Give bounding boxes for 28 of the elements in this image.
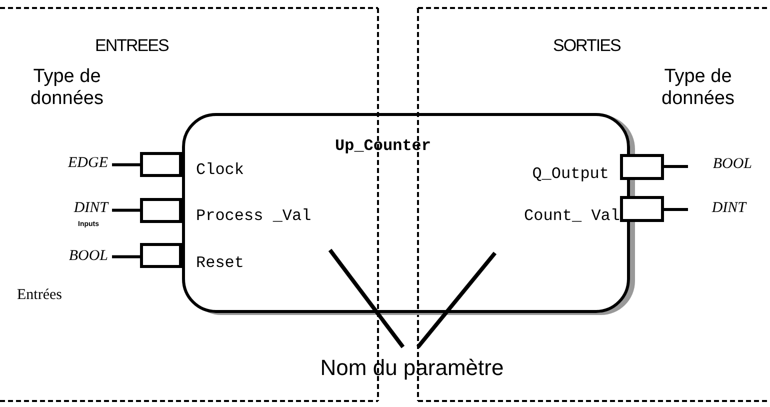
parameter-name: Reset — [196, 254, 244, 272]
connector-line — [112, 163, 140, 166]
connector-line — [112, 208, 140, 212]
data-type: DINT — [50, 200, 108, 217]
parameter-name: Q_Output — [532, 165, 609, 183]
pin-box — [620, 154, 664, 180]
callout-text: Nom du paramètre — [292, 355, 532, 381]
heading-text: Type de données — [660, 66, 736, 110]
section-heading: SORTIES — [553, 36, 620, 56]
data-type: EDGE — [50, 155, 108, 172]
data-type: BOOL — [44, 248, 108, 265]
pin-box — [140, 152, 182, 177]
block-title: Up_Counter — [335, 137, 431, 155]
connector-line — [112, 255, 140, 258]
section-heading: ENTREES — [95, 36, 168, 56]
parameter-name: Clock — [196, 161, 244, 179]
pin-box — [140, 243, 182, 268]
data-type: DINT — [692, 200, 746, 217]
leader-line — [416, 252, 497, 348]
connector-line — [664, 208, 688, 211]
connector-line — [664, 165, 688, 168]
pin-box — [140, 198, 182, 223]
data-type: BOOL — [692, 156, 752, 173]
pin-box — [620, 196, 664, 222]
parameter-name: Count_ Val — [524, 207, 620, 225]
note-text: Entrées — [17, 287, 62, 304]
parameter-name: Process _Val — [196, 207, 312, 225]
heading-text: Type de données — [30, 66, 104, 110]
